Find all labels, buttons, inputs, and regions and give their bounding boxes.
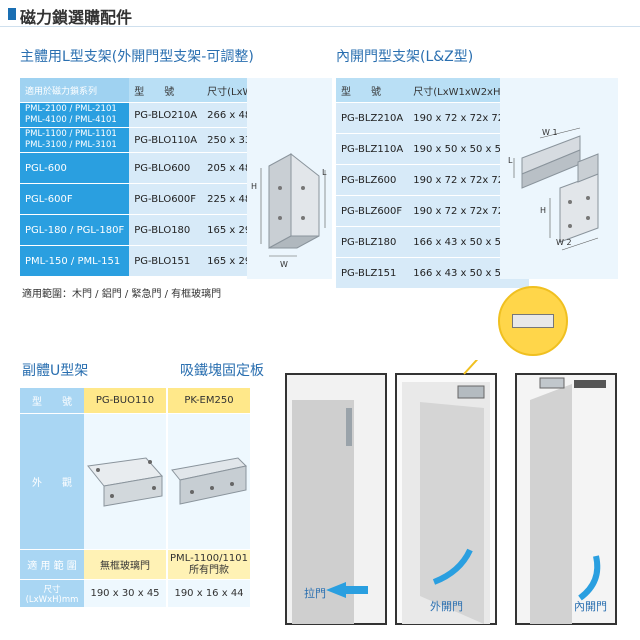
l-diagram-w: W bbox=[280, 260, 288, 269]
l-row-model: PG-BLO600F bbox=[129, 184, 203, 215]
header-marker bbox=[8, 8, 16, 20]
page-title: 磁力鎖選購配件 bbox=[20, 8, 133, 27]
l-row-model: PG-BLO110A bbox=[129, 128, 203, 153]
header-divider bbox=[0, 26, 640, 27]
lz-row-model: PG-BLZ151 bbox=[336, 258, 409, 289]
zoom-bracket-icon bbox=[512, 314, 554, 328]
l-row-series: PML-2100 / PML-2101 PML-4100 / PML-4101 bbox=[20, 103, 130, 128]
u-bracket-table: 型 號 PG-BUO110 PK-EM250 外 觀 適 用 範 圍 無框玻璃門… bbox=[20, 388, 250, 608]
door-illustrations: 拉門 外開門 內開門 bbox=[284, 329, 624, 630]
u-label-size: 尺寸(LxWxH)mm bbox=[20, 580, 84, 608]
lz-diagram-w1: W 1 bbox=[542, 128, 558, 137]
lz-header-model: 型 號 bbox=[336, 78, 409, 103]
door-label-in: 內開門 bbox=[574, 600, 607, 613]
u-scope-2: PML-1100/1101 所有門款 bbox=[166, 550, 250, 580]
l-diagram-h: H bbox=[251, 182, 258, 191]
u-bracket-icon bbox=[87, 457, 163, 507]
lz-row-model: PG-BLZ600 bbox=[336, 165, 409, 196]
lz-row-model: PG-BLZ210A bbox=[336, 103, 409, 134]
l-row-model: PG-BLO180 bbox=[129, 215, 203, 246]
lz-bracket-icon bbox=[513, 127, 599, 251]
l-series-text: PML-2100 / PML-2101 PML-4100 / PML-4101 bbox=[25, 104, 117, 125]
door-diagram bbox=[285, 329, 617, 625]
lz-row-model: PG-BLZ180 bbox=[336, 227, 409, 258]
l-row-series: PGL-600 bbox=[20, 153, 130, 184]
l-row-series: PML-150 / PML-151 bbox=[20, 246, 130, 277]
u-label-look: 外 觀 bbox=[20, 414, 84, 550]
l-row-series: PGL-600F bbox=[20, 184, 130, 215]
lz-row-model: PG-BLZ600F bbox=[336, 196, 409, 227]
l-row-model: PG-BLO151 bbox=[129, 246, 203, 277]
section-u-title: 副體U型架 bbox=[22, 363, 89, 379]
door-label-pull: 拉門 bbox=[304, 587, 326, 600]
section-plate-title: 吸鐵塊固定板 bbox=[180, 363, 264, 379]
u-scope-1: 無框玻璃門 bbox=[84, 550, 166, 580]
u-model-1: PG-BUO110 bbox=[84, 388, 166, 414]
l-row-model: PG-BLO600 bbox=[129, 153, 203, 184]
l-diagram-l: L bbox=[322, 168, 327, 177]
plate-bracket-icon bbox=[171, 457, 248, 505]
u-label-scope: 適 用 範 圍 bbox=[20, 550, 84, 580]
u-photo-1 bbox=[84, 414, 166, 550]
section-l-title: 主體用L型支架(外開門型支架-可調整) bbox=[20, 49, 254, 65]
lz-diagram-h: H bbox=[540, 206, 547, 215]
l-bracket-diagram: H L W bbox=[247, 78, 332, 279]
l-bracket-icon bbox=[260, 152, 326, 257]
zoom-callout bbox=[498, 286, 568, 356]
l-header-series: 適用於磁力鎖系列 bbox=[20, 78, 130, 103]
l-header-model: 型 號 bbox=[129, 78, 203, 103]
u-photo-2 bbox=[166, 414, 250, 550]
u-model-2: PK-EM250 bbox=[166, 388, 250, 414]
l-series-text: PML-1100 / PML-1101 PML-3100 / PML-3101 bbox=[25, 129, 117, 150]
u-size-1: 190 x 30 x 45 bbox=[84, 580, 166, 608]
lz-diagram-w2: W 2 bbox=[556, 238, 572, 247]
lz-bracket-diagram: W 1 L H W 2 bbox=[500, 78, 618, 279]
door-label-out: 外開門 bbox=[430, 600, 463, 613]
lz-row-model: PG-BLZ110A bbox=[336, 134, 409, 165]
lz-diagram-l: L bbox=[508, 156, 513, 165]
u-label-model: 型 號 bbox=[20, 388, 84, 414]
l-row-series: PML-1100 / PML-1101 PML-3100 / PML-3101 bbox=[20, 128, 130, 153]
u-size-2: 190 x 16 x 44 bbox=[166, 580, 250, 608]
l-row-series: PGL-180 / PGL-180F bbox=[20, 215, 130, 246]
section-lz-title: 內開門型支架(L&Z型) bbox=[336, 49, 474, 65]
l-row-model: PG-BLO210A bbox=[129, 103, 203, 128]
usage-text: 適用範圍：木門 / 鋁門 / 緊急門 / 有框玻璃門 bbox=[22, 289, 222, 300]
